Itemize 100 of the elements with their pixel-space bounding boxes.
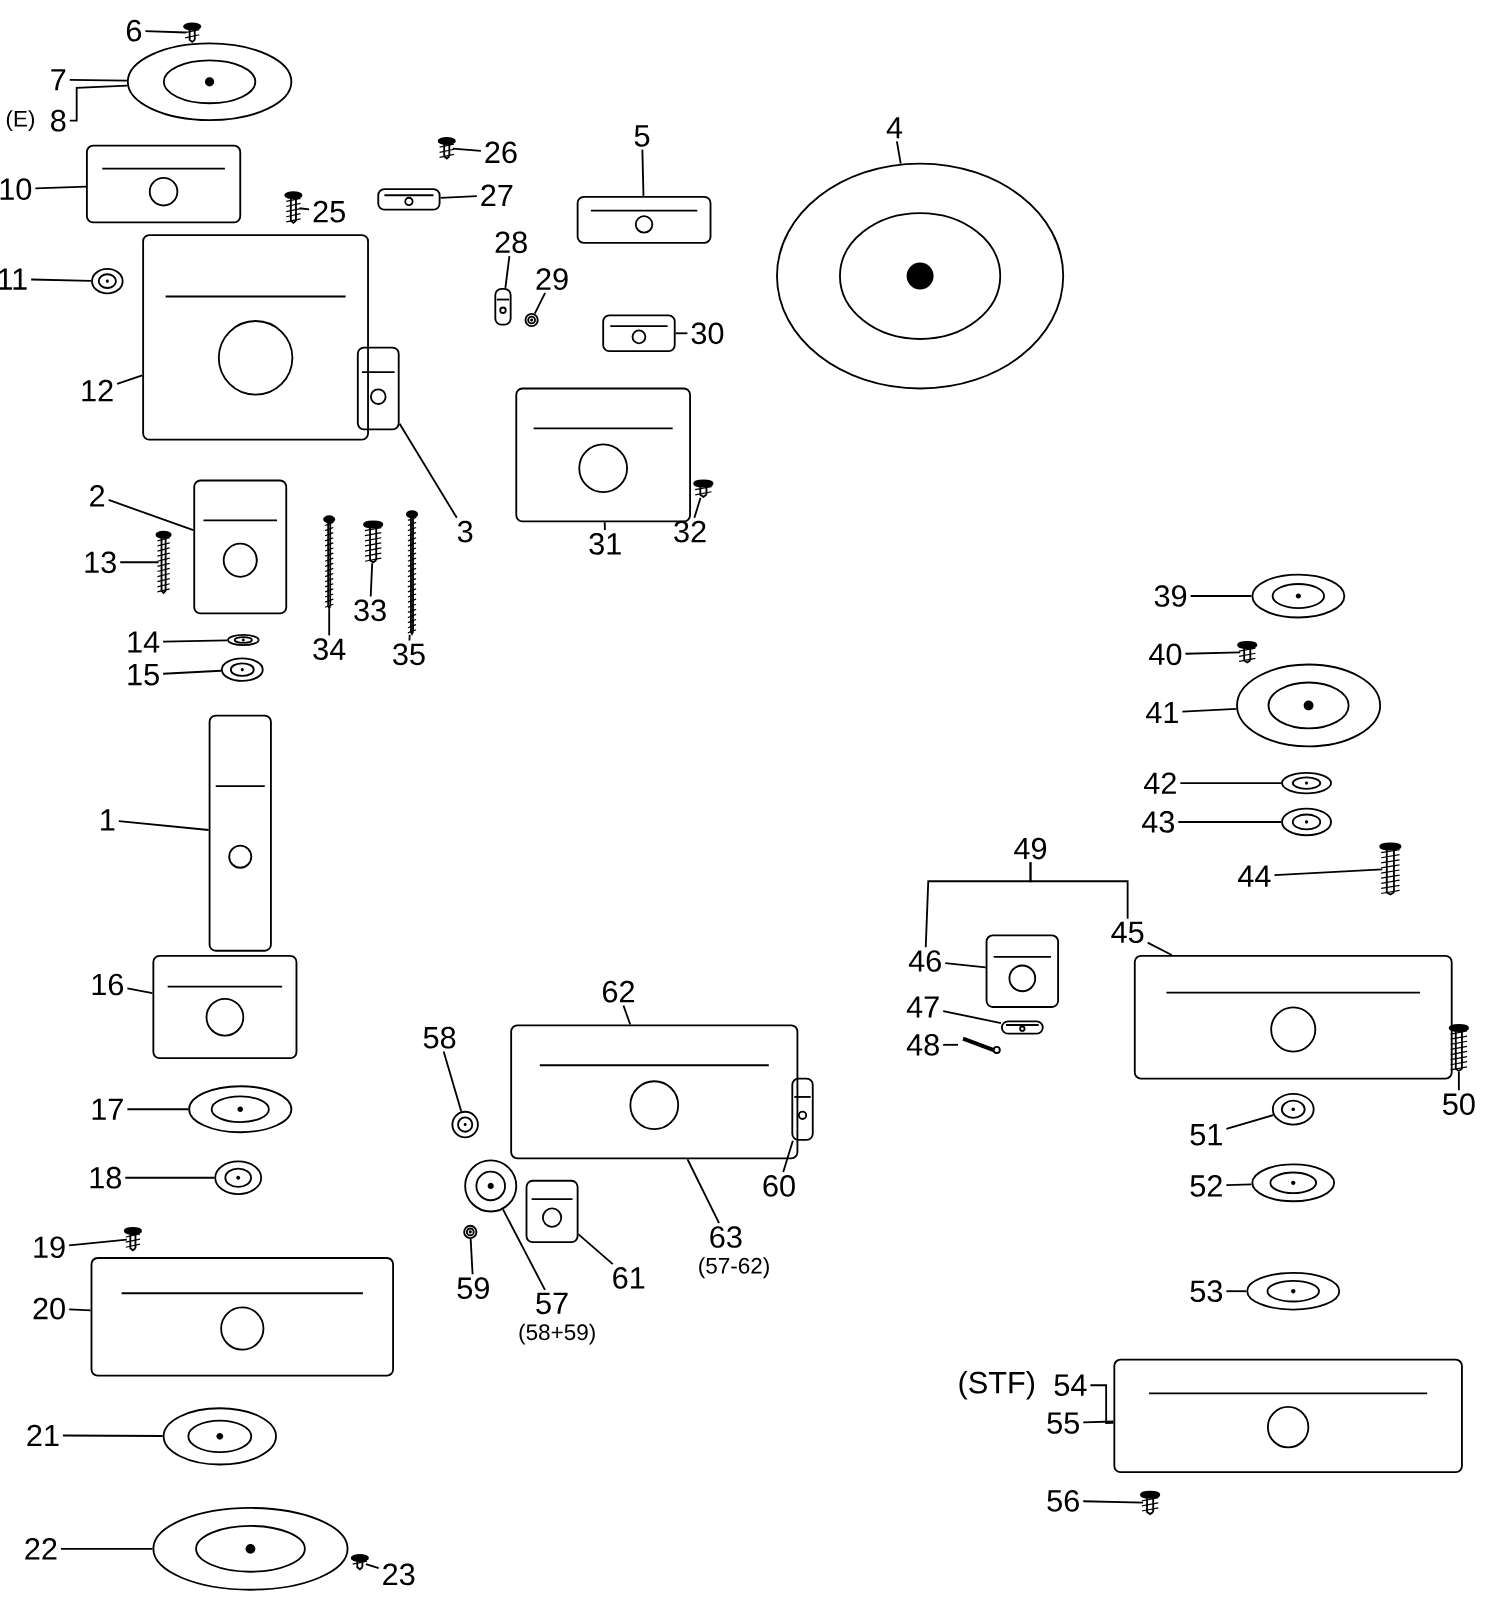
leader-line: [896, 140, 902, 165]
leader-line: [126, 987, 154, 995]
leader-line: [398, 422, 458, 519]
leader-line: [68, 1308, 92, 1312]
callout-number: 32: [674, 520, 706, 543]
fan-housing-drawing: [152, 954, 298, 1060]
leader-line: [942, 1010, 1002, 1024]
leader-line: [693, 496, 702, 519]
screw-drawing: [1140, 1490, 1161, 1516]
bearing-housing-drawing: [1236, 663, 1382, 748]
variant-note: (58+59): [519, 1323, 595, 1345]
eccentric-drawing: [1251, 1163, 1336, 1203]
callout-number: 56: [1047, 1489, 1080, 1512]
leader-line: [68, 1238, 128, 1247]
leader-line: [298, 207, 311, 211]
screw-drawing: [183, 22, 202, 44]
leader-line: [1029, 861, 1129, 920]
leader-line: [1189, 595, 1253, 597]
armature-drawing: [208, 714, 272, 952]
screw-drawing: [437, 137, 456, 160]
leader-line: [60, 1547, 154, 1550]
callout-number: 22: [25, 1538, 57, 1560]
clip-drawing: [494, 287, 512, 326]
leader-line: [107, 499, 195, 532]
pin-drawing: [962, 1036, 1001, 1054]
leader-line: [119, 561, 160, 564]
screw-drawing: [1448, 1023, 1470, 1072]
callout-number: 12: [82, 379, 113, 402]
callout-number: 54: [1054, 1374, 1087, 1396]
callout-number: 31: [589, 533, 621, 555]
callout-number: 4: [886, 117, 903, 139]
fan-drawing: [188, 1085, 293, 1134]
screw-drawing: [350, 1554, 370, 1571]
callout-number: 58: [423, 1026, 456, 1049]
housing-drawing: [142, 234, 370, 441]
callout-number: 1: [101, 809, 115, 831]
leader-line: [126, 1108, 190, 1111]
screw-drawing: [1237, 641, 1258, 664]
leader-line: [452, 147, 482, 152]
leader-line: [369, 562, 374, 598]
dust-box-drawing: [510, 1024, 799, 1160]
leader-line: [30, 278, 93, 282]
callout-number: 47: [906, 996, 939, 1018]
leader-line: [1082, 1420, 1115, 1424]
plate-drawing: [152, 1507, 349, 1591]
leader-line: [577, 1233, 614, 1265]
leader-line: [641, 148, 645, 197]
leader-line: [1146, 941, 1173, 956]
callout-number: 63: [710, 1226, 742, 1248]
bearing-drawing: [221, 657, 264, 682]
cap-drawing: [791, 1077, 814, 1141]
variant-note: (STF): [959, 1370, 1035, 1400]
screw-drawing: [123, 1226, 143, 1252]
fan-drawing: [162, 1407, 278, 1466]
callout-number: 7: [51, 69, 66, 91]
callout-number: 42: [1144, 772, 1176, 794]
callout-number: 53: [1190, 1280, 1223, 1303]
ring-drawing: [1251, 573, 1346, 619]
screw-drawing: [693, 479, 714, 498]
callout-number: 51: [1190, 1124, 1222, 1146]
leader-line: [942, 1043, 960, 1046]
callout-number: 19: [34, 1236, 65, 1259]
terminal-drawing: [363, 520, 384, 564]
cord-drawing: [776, 162, 1065, 390]
screw-drawing: [284, 191, 303, 225]
leader-line: [674, 332, 689, 335]
leader-line: [622, 1004, 632, 1026]
leader-line: [365, 1563, 380, 1569]
ring-drawing: [1281, 807, 1333, 837]
ring-drawing: [1281, 771, 1333, 795]
leader-line: [469, 1238, 474, 1276]
callout-number: 6: [127, 19, 142, 42]
wire-drawing: [406, 510, 419, 636]
callout-number: 57: [536, 1292, 568, 1315]
adapter-drawing: [464, 1159, 518, 1213]
leader-line: [782, 1139, 794, 1173]
leader-line: [1082, 1500, 1145, 1504]
washer-drawing: [227, 633, 260, 646]
switch-drawing: [377, 188, 441, 211]
switch-drawing: [357, 346, 400, 431]
callout-number: 21: [27, 1424, 59, 1447]
callout-number: 8: [51, 109, 66, 132]
leader-line: [116, 374, 144, 385]
callout-number: 18: [90, 1166, 122, 1189]
leader-line: [68, 84, 129, 122]
callout-number: 14: [128, 631, 160, 653]
grip-drawing: [576, 195, 712, 244]
leader-line: [944, 962, 987, 969]
callout-number: 33: [354, 599, 386, 622]
ring-drawing: [1246, 1271, 1341, 1311]
callout-number: 61: [613, 1267, 645, 1289]
leader-line: [442, 1050, 463, 1113]
spring-drawing: [1001, 1020, 1044, 1035]
leader-line: [68, 79, 128, 82]
leader-line: [502, 1208, 546, 1291]
pad-drawing: [1113, 1358, 1463, 1474]
leader-line: [533, 292, 547, 315]
leader-line: [62, 1434, 164, 1437]
callout-number: 13: [85, 551, 116, 574]
callout-number: 30: [691, 322, 724, 345]
